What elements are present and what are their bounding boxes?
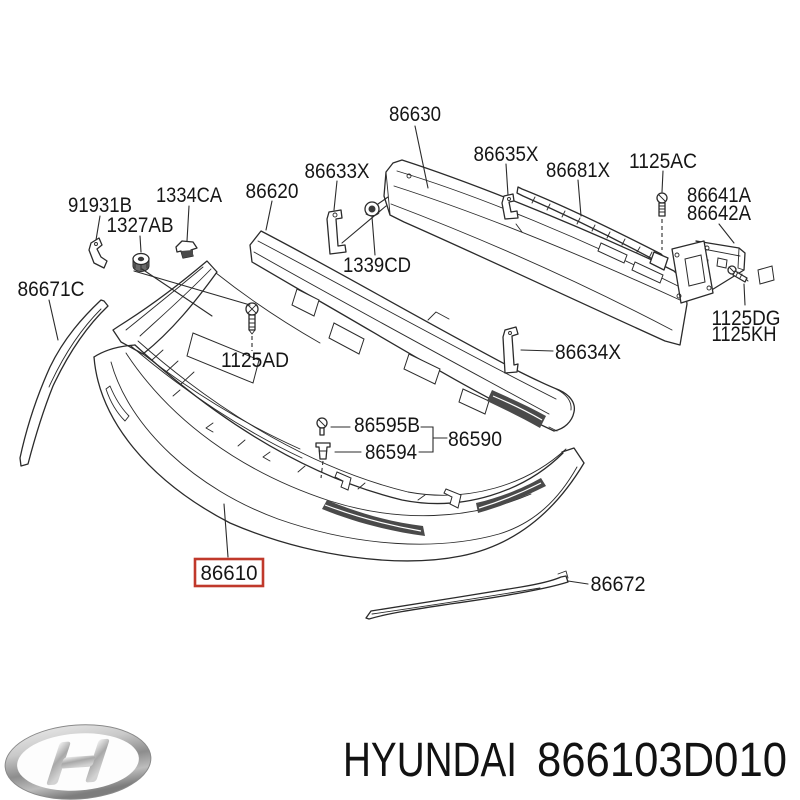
highlighted-part-86610: 86610 <box>193 557 265 588</box>
part-drawing-86635x-bracket <box>501 193 519 220</box>
part-label-91931b: 91931B <box>68 194 132 217</box>
part-drawing-86671c-moulding <box>19 299 109 467</box>
part-label-86633x: 86633X <box>305 160 370 183</box>
part-label-86630: 86630 <box>389 103 441 126</box>
part-label-86595b: 86595B <box>354 414 420 437</box>
clip-86594-icon <box>315 442 331 460</box>
part-label-1125dg: 1125DG <box>712 307 781 330</box>
part-label-86590: 86590 <box>448 428 502 451</box>
part-drawing-86681x-rail <box>516 186 669 271</box>
hyundai-logo-icon <box>4 724 152 800</box>
part-label-1125ac: 1125AC <box>629 150 697 173</box>
part-drawing-86634x-bracket <box>502 326 519 374</box>
clip-1334ca-icon <box>175 240 198 259</box>
part-number-text: 866103D010 <box>537 734 787 787</box>
part-label-86672: 86672 <box>591 573 646 596</box>
part-label-86594: 86594 <box>365 441 417 464</box>
grommet-1327ab-icon <box>132 252 150 272</box>
part-label-1125ad: 1125AD <box>221 349 289 372</box>
part-label-86641a: 86641A <box>687 184 751 207</box>
part-drawing-91931b-bracket <box>88 237 108 269</box>
part-labels: 86630 86633X 86635X 86681X 1125AC 86641A… <box>18 103 781 596</box>
part-label-86642a: 86642A <box>687 202 751 225</box>
screw-1125ad-icon <box>245 302 259 335</box>
highlighted-part-box <box>193 557 265 588</box>
part-label-86635x: 86635X <box>474 143 539 166</box>
screw-1125dg-icon <box>727 265 749 283</box>
part-drawing-86641a-86642a-bracket <box>671 240 775 304</box>
part-label-86681x: 86681X <box>546 159 610 182</box>
part-label-1334ca: 1334CA <box>156 184 222 207</box>
part-label-86671c: 86671C <box>18 278 85 301</box>
part-label-1339cd: 1339CD <box>343 254 411 277</box>
leader-lines <box>48 125 746 585</box>
part-label-1327ab: 1327AB <box>107 214 174 237</box>
brand-text: HYUNDAI <box>343 734 517 787</box>
part-label-86634x: 86634X <box>555 341 621 364</box>
part-drawing-86672-moulding <box>365 570 569 620</box>
bolt-1125ac-icon <box>656 192 668 217</box>
part-drawing-86620-absorber <box>249 230 576 432</box>
part-drawing-86630-reinforcement-beam <box>383 159 688 346</box>
part-label-1125kh: 1125KH <box>712 323 777 346</box>
nut-1339cd-icon <box>364 201 380 217</box>
bolt-86595b-icon <box>316 417 328 436</box>
footer-caption: HYUNDAI 866103D010 <box>343 734 787 787</box>
part-label-86610: 86610 <box>201 562 258 585</box>
part-drawing-86633x-bracket <box>326 209 347 255</box>
part-drawing-86610-bumper-cover <box>93 260 585 562</box>
part-label-86620: 86620 <box>246 180 299 203</box>
